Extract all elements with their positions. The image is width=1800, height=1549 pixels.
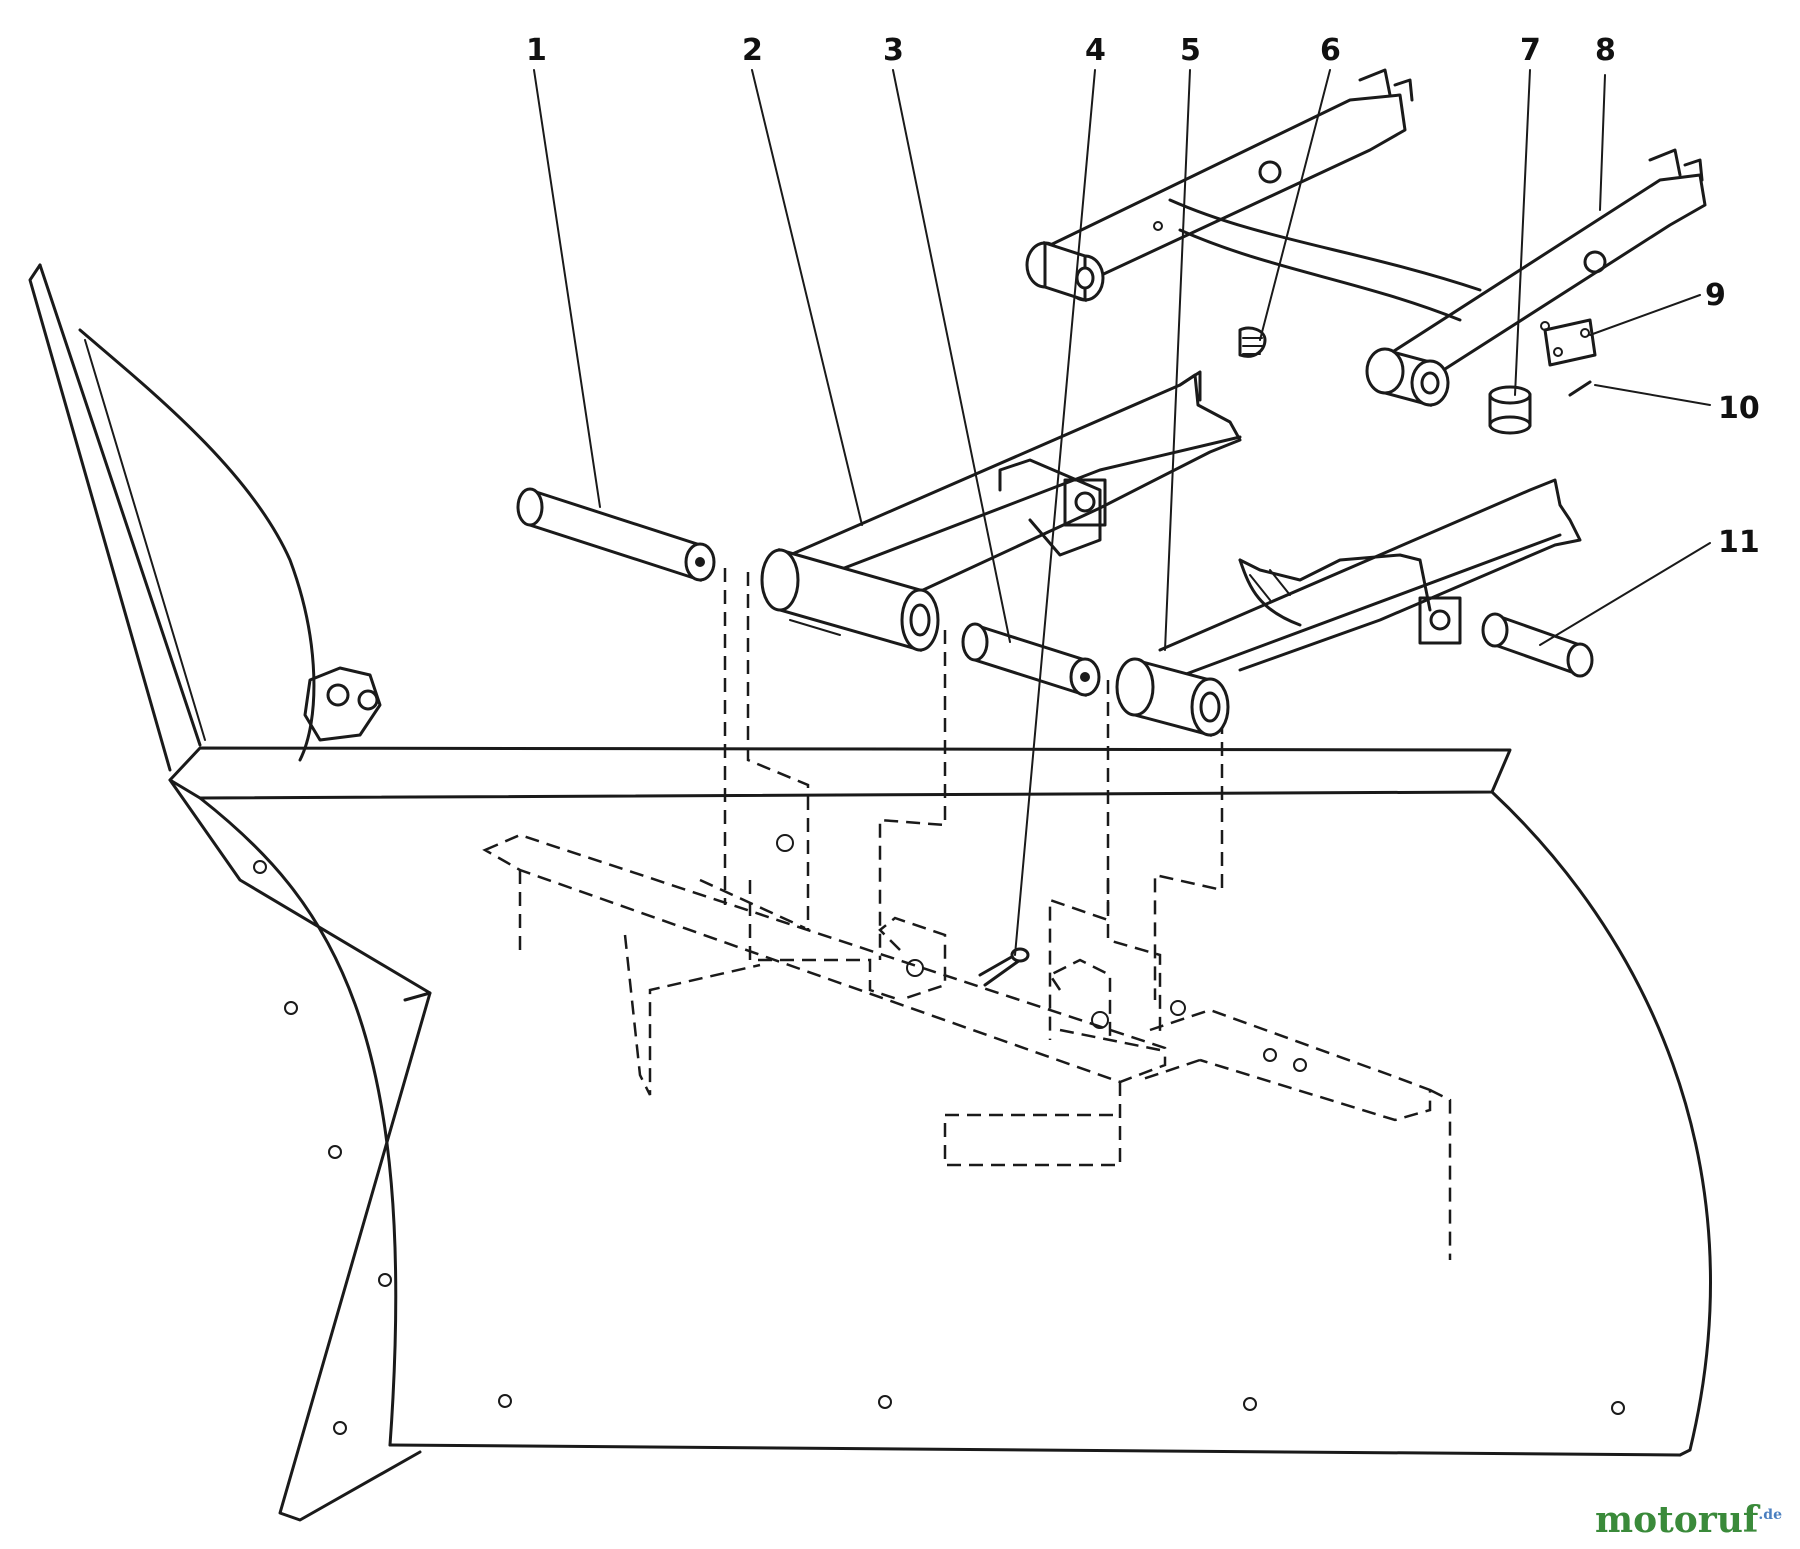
- callout-6: 6: [1320, 33, 1341, 68]
- callout-5: 5: [1180, 33, 1201, 68]
- leader-lines: [533, 69, 1711, 956]
- plow-blade: [28, 263, 1712, 1522]
- callout-10: 10: [1718, 391, 1760, 426]
- watermark-suffix: .de: [1758, 1507, 1782, 1523]
- callout-1: 1: [526, 33, 547, 68]
- callout-9: 9: [1705, 278, 1726, 313]
- part-9-plate: [1543, 318, 1597, 367]
- callout-3: 3: [883, 33, 904, 68]
- part-5-arm: [1115, 478, 1582, 737]
- callout-11: 11: [1718, 525, 1760, 560]
- watermark-logo: motoruf.de: [1595, 1499, 1782, 1541]
- callout-4: 4: [1085, 33, 1106, 68]
- blade-rivets: [253, 860, 1625, 1435]
- part-7-bushing: [1488, 385, 1532, 435]
- part-11-pin: [1481, 612, 1594, 678]
- assembly-lines: [723, 568, 1224, 1040]
- part-6-spring: [1238, 326, 1267, 358]
- watermark-text: motoruf: [1595, 1499, 1759, 1541]
- callout-8: 8: [1595, 33, 1616, 68]
- part-10-cotter: [1568, 380, 1592, 397]
- part-3-pin: [961, 622, 1101, 698]
- part-4-cotter-pin: [978, 947, 1030, 987]
- hidden-frame: [482, 833, 1452, 1260]
- callout-numbers: 1 2 3 4 5 6 7 8 9 10 11: [526, 33, 1760, 560]
- callout-2: 2: [742, 33, 763, 68]
- part-1-pin: [516, 487, 716, 583]
- callout-7: 7: [1520, 33, 1541, 68]
- part-2-arm: [760, 370, 1242, 652]
